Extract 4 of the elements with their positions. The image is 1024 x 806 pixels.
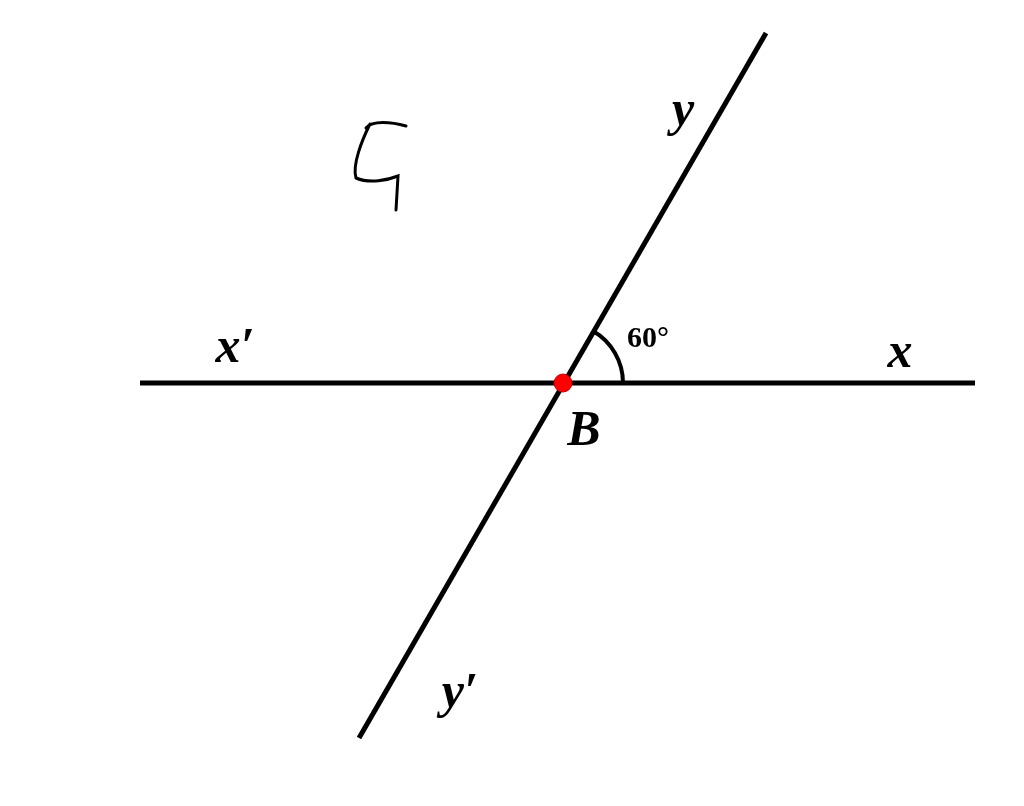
point-label: x bbox=[887, 325, 913, 375]
point-label: x′ bbox=[215, 320, 255, 370]
angle-label: 60° bbox=[627, 322, 669, 352]
point-label: B bbox=[567, 403, 601, 453]
